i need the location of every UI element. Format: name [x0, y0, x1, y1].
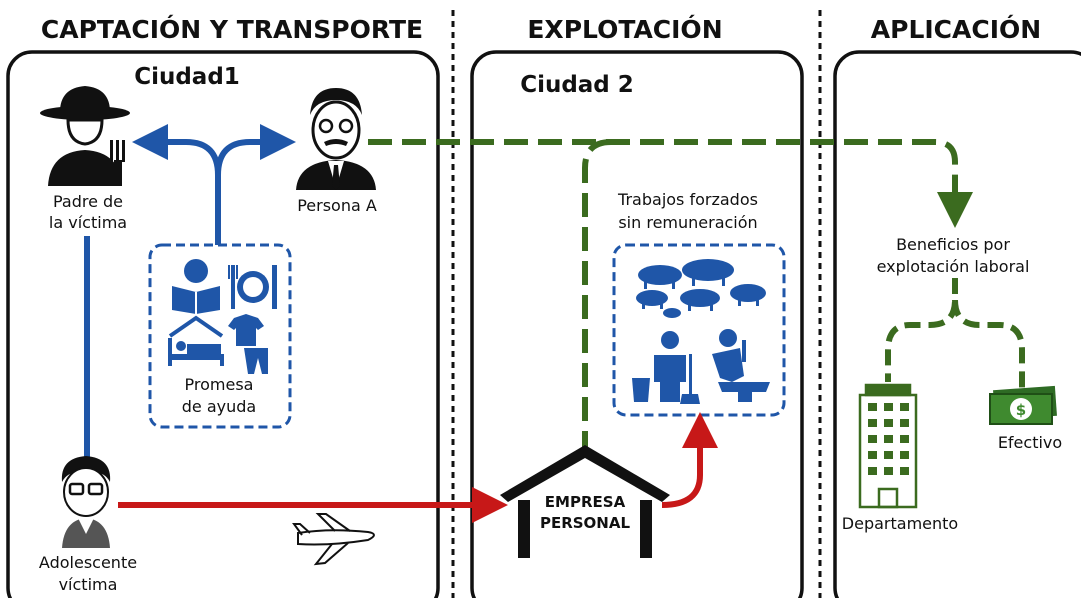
clothes-icon [228, 314, 268, 374]
section-aplicacion-header: APLICACIÓN [871, 14, 1041, 44]
trabajos-label-2: sin remuneración [618, 213, 757, 232]
blue-arrow-to-padre [132, 124, 221, 176]
businessman-icon [296, 88, 376, 190]
beneficios-label-2: explotación laboral [877, 257, 1030, 276]
adolescente-label-1: Adolescente [39, 553, 137, 572]
promesa-label-2: de ayuda [182, 397, 256, 416]
reading-person-icon [172, 259, 220, 314]
green-arrow-to-beneficios [368, 139, 973, 228]
blacksmith-icon [712, 329, 770, 402]
empresa-label-1: EMPRESA [545, 493, 626, 511]
panel-explotacion [470, 50, 804, 598]
trabajos-box [612, 243, 786, 417]
airplane-icon [292, 513, 375, 566]
promesa-box [148, 243, 292, 429]
cleaner-icon [632, 331, 700, 404]
padre-label-2: la víctima [49, 213, 127, 232]
svg-text:$: $ [1016, 401, 1026, 419]
section-captacion-header: CAPTACIÓN Y TRANSPORTE [41, 14, 423, 44]
bed-icon [168, 315, 224, 366]
adolescente-label-2: víctima [59, 575, 118, 594]
red-arrow-to-trabajos [661, 412, 718, 508]
green-line-to-departamento [885, 278, 958, 382]
padre-label-1: Padre de [53, 192, 123, 211]
efectivo-label: Efectivo [998, 433, 1062, 452]
teen-icon [61, 456, 111, 548]
panel-captacion [6, 50, 440, 598]
trabajos-label-1: Trabajos forzados [617, 190, 758, 209]
building-icon [858, 383, 918, 509]
city1-label: Ciudad1 [134, 64, 240, 90]
promesa-label-1: Promesa [185, 375, 254, 394]
persona-a-label: Persona A [297, 196, 377, 215]
section-explotacion-header: EXPLOTACIÓN [527, 14, 722, 44]
house-icon [500, 445, 670, 558]
green-line-to-efectivo [952, 299, 1025, 388]
empresa-label-2: PERSONAL [540, 514, 631, 532]
panel-aplicacion [833, 50, 1081, 598]
green-line-from-empresa [582, 139, 612, 455]
departamento-label: Departamento [842, 514, 958, 533]
pigs-icon [636, 259, 766, 318]
cash-icon: $ [989, 385, 1057, 425]
city2-label: Ciudad 2 [520, 72, 634, 98]
blue-arrow-to-persona-a [215, 124, 296, 245]
beneficios-label-1: Beneficios por [896, 235, 1010, 254]
farmer-icon [40, 86, 130, 186]
plate-cutlery-icon [228, 265, 277, 309]
